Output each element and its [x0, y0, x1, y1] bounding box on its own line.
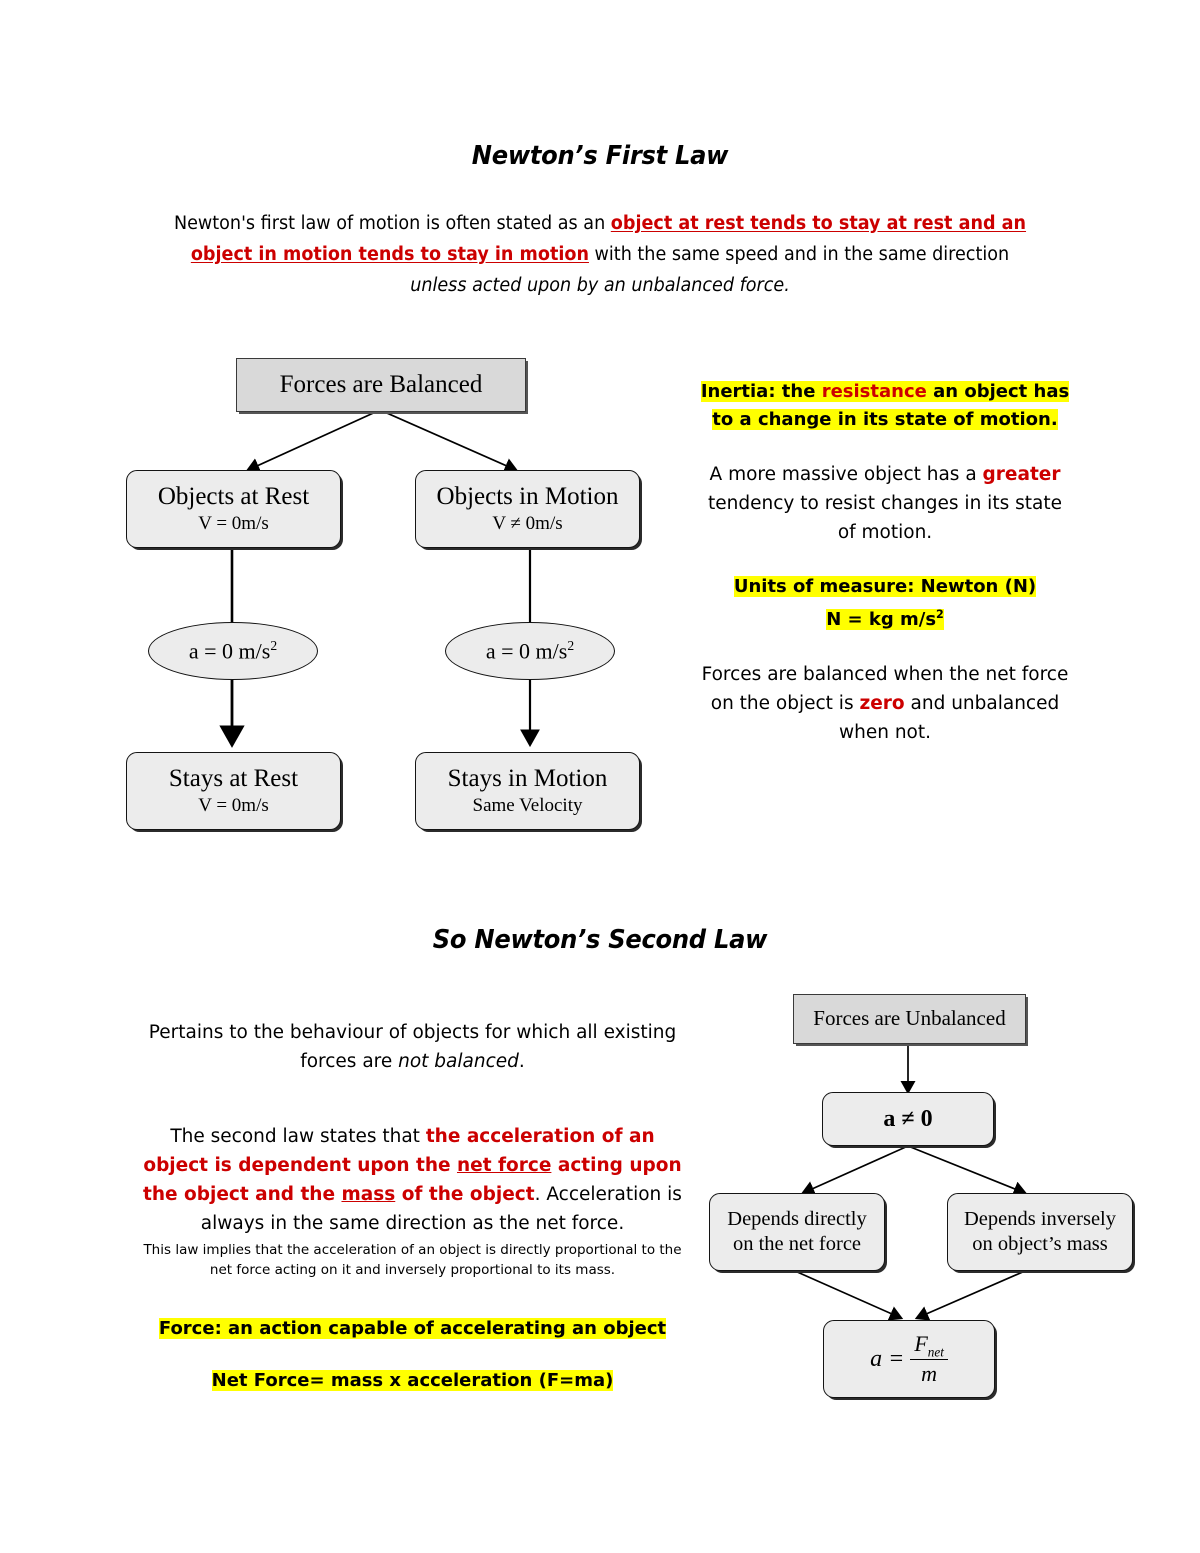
node-objects-at-rest-title: Objects at Rest [157, 483, 310, 511]
statement-red2: acting upon the object and the [143, 1155, 682, 1205]
massive-note-red-word: greater [982, 464, 1061, 485]
intro-text-part1: Newton's first law of motion is often st… [173, 213, 611, 234]
inertia-lead-text: Inertia: the [700, 381, 822, 402]
node-forces-are-unbalanced-label: Forces are Unbalanced [813, 1006, 1006, 1031]
node-forces-are-balanced: Forces are Balanced [236, 358, 526, 412]
force-definition: Force: an action capable of accelerating… [140, 1314, 685, 1344]
node-left-acceleration-zero-exponent: 2 [270, 637, 278, 653]
first-law-notes-column: Inertia: the resistance an object has to… [700, 378, 1070, 773]
balanced-note-part1: Forces are balanced when the net force o… [701, 664, 1069, 714]
massive-note-part1: A more massive object has a [709, 464, 983, 485]
node-objects-at-rest: Objects at Rest V = 0m/s [126, 470, 341, 548]
node-depends-directly-line1: Depends directly [727, 1208, 867, 1231]
node-acceleration-nonzero: a ≠ 0 [822, 1092, 994, 1146]
statement-part2: . Acceleration is always in the same dir… [200, 1184, 682, 1234]
formula-numerator: Fnet [910, 1330, 948, 1361]
node-depends-directly: Depends directly on the net force [709, 1193, 885, 1271]
statement-net-force-underlined: net force [456, 1155, 552, 1176]
node-forces-are-balanced-label: Forces are Balanced [279, 371, 483, 398]
node-objects-in-motion: Objects in Motion V ≠ 0m/s [415, 470, 640, 548]
formula-numerator-subscript: net [927, 1344, 944, 1360]
inertia-red-word: resistance [821, 381, 927, 402]
pertains-part2: . [518, 1051, 525, 1072]
first-law-title: Newton’s First Law [471, 141, 729, 171]
massive-note-part2: tendency to resist changes in its state … [708, 493, 1062, 543]
units-line1: Units of measure: Newton (N) [733, 576, 1037, 597]
intro-text-part2: with the same speed and in the same dire… [588, 244, 1010, 265]
node-depends-inversely-line1: Depends inversely [964, 1208, 1116, 1231]
first-law-intro-paragraph: Newton's first law of motion is often st… [173, 208, 1028, 301]
force-definition-text: Force: an action capable of accelerating… [158, 1318, 667, 1339]
unbalanced-forces-flowchart: Forces are Unbalanced a ≠ 0 Depends dire… [695, 988, 1160, 1408]
node-forces-are-unbalanced: Forces are Unbalanced [793, 994, 1026, 1044]
units-line2-exponent: 2 [936, 608, 944, 621]
intro-highlight-phrase: object at rest tends to stay at rest and… [190, 213, 1027, 265]
node-stays-in-motion-title: Stays in Motion [447, 765, 608, 793]
flowchart1-connectors [219, 409, 540, 748]
node-stays-at-rest: Stays at Rest V = 0m/s [126, 752, 341, 830]
pertains-part1: Pertains to the behaviour of objects for… [148, 1022, 677, 1072]
pertains-italic-phrase: not balanced [398, 1051, 519, 1072]
acceleration-formula: a = Fnet m [870, 1330, 948, 1387]
second-law-implies-note: This law implies that the acceleration o… [143, 1242, 682, 1278]
node-left-acceleration-zero-label: a = 0 m/s [188, 638, 271, 664]
node-acceleration-nonzero-label: a ≠ 0 [883, 1105, 933, 1132]
node-objects-at-rest-sub: V = 0m/s [198, 513, 269, 535]
statement-red3: of the object [395, 1184, 535, 1205]
balanced-forces-note: Forces are balanced when the net force o… [700, 660, 1070, 747]
node-stays-at-rest-title: Stays at Rest [168, 765, 299, 793]
massive-object-note: A more massive object has a greater tend… [700, 460, 1070, 547]
statement-mass-underlined: mass [341, 1184, 396, 1205]
node-stays-in-motion-sub: Same Velocity [472, 795, 583, 817]
node-depends-inversely-line2: on object’s mass [972, 1233, 1108, 1255]
node-objects-in-motion-title: Objects in Motion [436, 483, 619, 511]
pertains-paragraph: Pertains to the behaviour of objects for… [140, 1018, 685, 1076]
node-stays-at-rest-sub: V = 0m/s [198, 795, 269, 817]
node-right-acceleration-zero-exponent: 2 [567, 637, 575, 653]
second-law-title: So Newton’s Second Law [432, 925, 768, 955]
balanced-note-red-word: zero [859, 693, 905, 714]
node-acceleration-formula: a = Fnet m [823, 1320, 995, 1398]
balanced-note-part2: and unbalanced when not. [838, 693, 1060, 743]
node-depends-directly-line2: on the net force [732, 1233, 862, 1255]
formula-numerator-symbol: F [914, 1330, 928, 1356]
formula-lhs: a = [870, 1345, 905, 1372]
node-left-acceleration-zero: a = 0 m/s2 [148, 622, 318, 680]
node-right-acceleration-zero-label: a = 0 m/s [485, 638, 568, 664]
second-law-text-column: Pertains to the behaviour of objects for… [140, 1018, 685, 1396]
statement-red1: the acceleration of an object is depende… [143, 1126, 655, 1176]
node-depends-inversely: Depends inversely on object’s mass [947, 1193, 1133, 1271]
formula-denominator: m [921, 1361, 938, 1387]
node-right-acceleration-zero: a = 0 m/s2 [445, 622, 615, 680]
units-line2: N = kg m/s [826, 609, 937, 630]
statement-part1: The second law states that [170, 1126, 426, 1147]
inertia-tail-text: an object has to a change in its state o… [712, 381, 1070, 430]
net-force-definition: Net Force= mass x acceleration (F=ma) [140, 1366, 685, 1396]
inertia-definition: Inertia: the resistance an object has to… [700, 378, 1070, 434]
node-objects-in-motion-sub: V ≠ 0m/s [492, 513, 563, 535]
intro-italic-tail: unless acted upon by an unbalanced force… [410, 275, 790, 296]
formula-fraction: Fnet m [910, 1330, 948, 1387]
flowchart2-connectors [794, 1044, 1028, 1321]
node-stays-in-motion: Stays in Motion Same Velocity [415, 752, 640, 830]
net-force-definition-text: Net Force= mass x acceleration (F=ma) [211, 1370, 614, 1391]
balanced-forces-flowchart: Forces are Balanced Objects at Rest V = … [110, 352, 670, 842]
second-law-statement: The second law states that the accelerat… [140, 1122, 685, 1238]
units-of-measure-note: Units of measure: Newton (N) N = kg m/s2 [700, 573, 1070, 634]
